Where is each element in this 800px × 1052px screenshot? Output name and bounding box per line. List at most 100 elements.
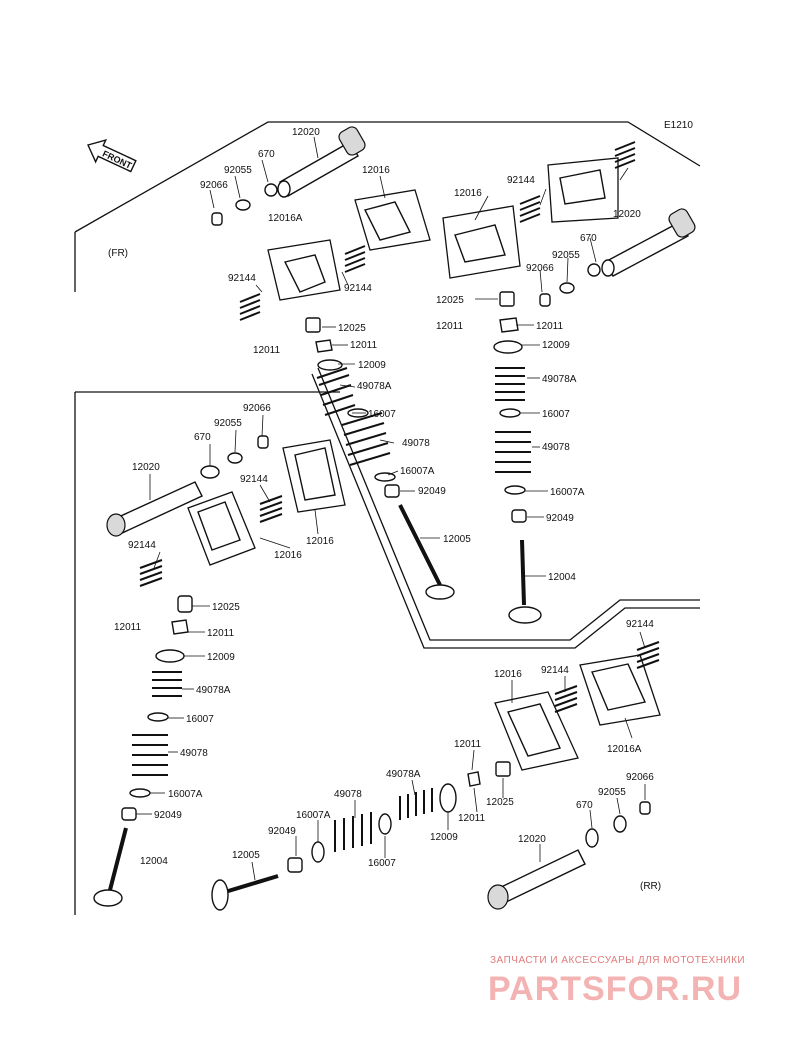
callout-label: 12020 <box>292 127 320 138</box>
o-ring-icon <box>585 828 599 848</box>
callout-label: 12004 <box>140 856 168 867</box>
callout-label: 12025 <box>486 797 514 808</box>
callout-label: 12016 <box>274 550 302 561</box>
callout-label: 16007 <box>542 409 570 420</box>
callout-label: 92066 <box>626 772 654 783</box>
section-label-front: (FR) <box>108 248 128 259</box>
rocker-arm-icon <box>591 663 646 711</box>
front-arrow: FRONT <box>87 138 137 173</box>
spring-icon <box>259 495 283 523</box>
callout-label: 16007 <box>186 714 214 725</box>
frame-middle-outer <box>317 367 700 641</box>
callout-label: 16007A <box>296 810 331 821</box>
callout-label: 92055 <box>224 165 252 176</box>
rocker-shaft-icon <box>277 126 366 198</box>
parts-layer <box>93 126 696 911</box>
callout-label: 12016A <box>607 744 642 755</box>
spring-icon <box>334 812 372 852</box>
rocker-arm-box <box>282 439 346 513</box>
callout-label: 16007A <box>400 466 435 477</box>
valve-icon <box>398 504 455 600</box>
frame-top-line <box>74 121 701 233</box>
valve-cotter-icon <box>467 771 481 787</box>
callout-label: 49078 <box>542 442 570 453</box>
rocker-arm-icon <box>283 254 326 293</box>
rocker-shaft-icon <box>601 208 696 277</box>
callout-label: 12009 <box>542 340 570 351</box>
callout-label: 670 <box>576 800 593 811</box>
retainer-icon <box>155 649 185 663</box>
washer-icon <box>235 199 251 211</box>
rocker-arm-icon <box>559 169 606 205</box>
adjuster-icon <box>499 291 515 307</box>
spring-icon <box>495 431 531 473</box>
callout-label: 16007A <box>550 487 585 498</box>
spring-seat-icon <box>374 472 396 482</box>
section-label-rear: (RR) <box>640 881 661 892</box>
o-ring-icon <box>200 465 220 479</box>
callout-label: 12016 <box>306 536 334 547</box>
callout-label: 92055 <box>598 787 626 798</box>
callout-label: 12004 <box>548 572 576 583</box>
callout-label: 12005 <box>232 850 260 861</box>
callout-label: 670 <box>194 432 211 443</box>
callout-label: 12011 <box>114 622 142 633</box>
rocker-arm-box <box>442 205 521 279</box>
oil-seal-icon <box>384 484 400 498</box>
spring-seat-icon <box>311 841 325 863</box>
oil-seal-icon <box>121 807 137 821</box>
spring-seat-icon <box>504 485 526 495</box>
callout-label: 12020 <box>132 462 160 473</box>
washer-icon <box>227 452 243 464</box>
callout-label: 92144 <box>240 474 268 485</box>
callout-label: 16007A <box>168 789 203 800</box>
callout-label: 12011 <box>454 739 482 750</box>
rocker-arm-icon <box>197 501 241 551</box>
diagram-frame <box>74 121 701 915</box>
rocker-arm-icon <box>507 703 561 757</box>
callout-label: 12009 <box>358 360 386 371</box>
callout-label: 12025 <box>212 602 240 613</box>
retainer-icon <box>317 359 343 371</box>
rocker-arm-box <box>354 189 431 251</box>
callout-label: 12011 <box>536 321 564 332</box>
adjuster-icon <box>495 761 511 777</box>
rocker-arm-box <box>267 239 341 301</box>
callout-label: 12011 <box>436 321 464 332</box>
spring-seat-icon <box>499 408 521 418</box>
spring-icon <box>636 641 660 669</box>
valve-cotter-icon <box>499 317 519 333</box>
callout-label: 12025 <box>436 295 464 306</box>
leader-lines <box>136 136 646 881</box>
washer-icon <box>559 282 575 294</box>
callout-label: 12009 <box>430 832 458 843</box>
callout-label: 92144 <box>128 540 156 551</box>
spring-icon <box>344 245 366 273</box>
spring-icon <box>132 734 168 776</box>
callout-label: 92144 <box>344 283 372 294</box>
spring-icon <box>316 367 356 416</box>
callout-label: 92049 <box>154 810 182 821</box>
callout-label: 16007 <box>368 409 396 420</box>
spring-icon <box>239 293 261 321</box>
o-ring-icon <box>264 183 278 197</box>
callout-label: 49078 <box>402 438 430 449</box>
spring-icon <box>519 195 541 223</box>
rocker-arm-icon <box>363 201 412 241</box>
o-ring-icon <box>587 263 601 277</box>
valve-cotter-icon <box>171 619 189 635</box>
callout-label: 12016 <box>494 669 522 680</box>
callout-label: 92144 <box>626 619 654 630</box>
callout-label: 49078 <box>334 789 362 800</box>
callout-label: 92049 <box>268 826 296 837</box>
callout-label: 92066 <box>200 180 228 191</box>
oil-seal-icon <box>511 509 527 523</box>
rocker-arm-box <box>187 491 256 566</box>
valve-icon <box>508 539 542 624</box>
bushing-icon <box>257 435 269 449</box>
adjuster-icon <box>177 595 193 613</box>
spring-icon <box>495 367 525 401</box>
callout-label: 12009 <box>207 652 235 663</box>
spring-seat-icon <box>147 712 169 722</box>
